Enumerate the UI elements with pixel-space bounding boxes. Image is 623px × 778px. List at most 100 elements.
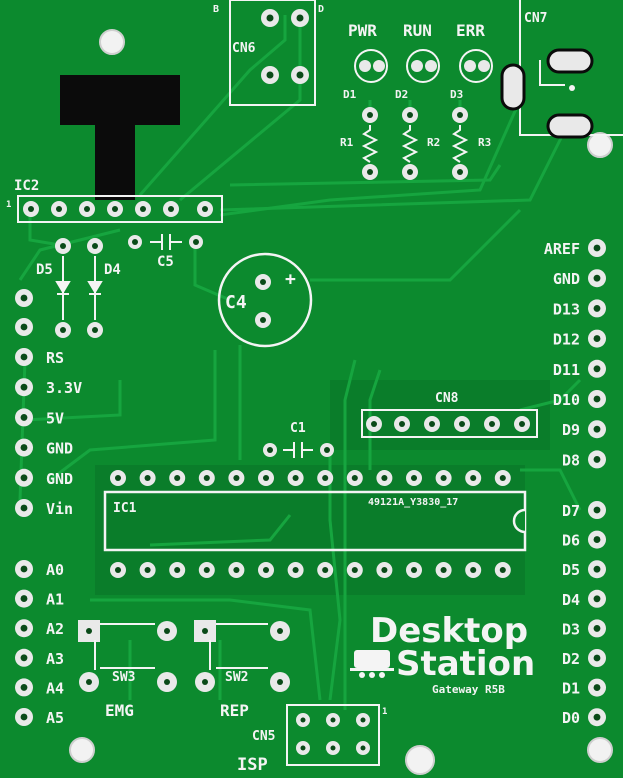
ic1-pin-hole <box>499 566 506 574</box>
header-pin-hole <box>20 654 28 662</box>
ic1-pin-hole <box>174 474 181 482</box>
header-pin-hole <box>593 565 601 573</box>
brand-line-station: Station <box>396 644 535 684</box>
d5-label: D5 <box>36 262 53 278</box>
d3-label: D3 <box>450 88 463 101</box>
analog-pin-label: A0 <box>46 561 64 579</box>
ic1-pin-hole <box>144 566 151 574</box>
ic2-label: IC2 <box>14 178 39 194</box>
ic1-pin-hole <box>410 566 418 574</box>
analog-pin-label: A2 <box>46 620 64 638</box>
header-pin-hole <box>20 504 28 512</box>
header-pin-hole <box>593 624 601 632</box>
mounting-hole <box>99 29 125 55</box>
analog-pin-label: A1 <box>46 591 64 609</box>
digital-pin-label: GND <box>553 270 580 288</box>
header-pin-hole <box>593 506 601 514</box>
cn5-isp-header: CN5 1 ISP <box>237 704 387 775</box>
ic1-pin-hole <box>351 566 358 574</box>
digital-pin-label: D0 <box>562 709 580 727</box>
digital-pin-label: D7 <box>562 502 580 520</box>
cn8-label: CN8 <box>435 391 459 406</box>
capacitor-c5: C5 <box>128 234 203 270</box>
copper-pour <box>95 380 550 595</box>
status-leds: PWR RUN ERR D1 D2 D3 R1 R2 R3 <box>340 21 493 180</box>
ic1-pin-hole <box>322 474 329 482</box>
digital-pin-label: D2 <box>562 650 580 668</box>
c5-label: C5 <box>157 254 174 270</box>
header-pin-hole <box>20 683 28 691</box>
digital-pin-label: D6 <box>562 532 580 550</box>
cn6-label: CN6 <box>232 41 256 56</box>
brand-line-desktop: Desktop <box>370 611 528 651</box>
digital-pin-label: D1 <box>562 680 580 698</box>
ic2-pin1-label: 1 <box>6 200 11 210</box>
ic1-pin-hole <box>203 566 210 574</box>
ic1-pin-hole <box>144 474 151 482</box>
cn5-pin1-label: 1 <box>382 707 387 717</box>
digital-pin-label: D13 <box>553 300 580 318</box>
header-pin-hole <box>20 474 28 482</box>
header-pin-hole <box>20 444 28 452</box>
capacitor-c1: C1 <box>263 421 334 458</box>
header-pin-hole <box>593 274 601 282</box>
ic1-pin-hole <box>174 566 181 574</box>
ic1-pin-hole <box>292 566 299 574</box>
r1-label: R1 <box>340 136 354 149</box>
header-pin-hole <box>20 565 28 573</box>
header-pin-hole <box>20 713 28 721</box>
power-pin-label: GND <box>46 470 73 488</box>
header-pin-hole <box>593 654 601 662</box>
ic1-pin-hole <box>381 474 388 482</box>
digital-pin-label: D4 <box>562 591 580 609</box>
ic1-pin-hole <box>292 474 299 482</box>
train-icon <box>350 650 394 678</box>
ic1-pin-hole <box>440 566 447 574</box>
header-pin-hole <box>593 713 601 721</box>
d1-label: D1 <box>343 88 357 101</box>
err-label: ERR <box>456 21 485 40</box>
ic1-pin-hole <box>233 474 240 482</box>
ic1-pin-hole <box>499 474 506 482</box>
analog-pin-label: A3 <box>46 650 64 668</box>
header-pin-hole <box>20 353 28 361</box>
digital-pin-label: D5 <box>562 561 580 579</box>
r2-label: R2 <box>427 136 440 149</box>
header-pin-hole <box>20 323 28 331</box>
header-pin-hole <box>593 536 601 544</box>
digital-pin-label: D10 <box>553 391 580 409</box>
ic1-pin-hole <box>203 474 210 482</box>
ic1-pin-hole <box>470 566 477 574</box>
ic1-pin-hole <box>470 474 477 482</box>
cn8-header: CN8 <box>361 391 538 438</box>
mounting-hole <box>69 737 95 763</box>
digital-pin-label: D8 <box>562 451 580 469</box>
cn5-label: CN5 <box>252 729 275 744</box>
header-pin-hole <box>593 425 601 433</box>
power-pin-label: Vin <box>46 500 73 518</box>
ic1-pin-hole <box>262 474 270 482</box>
header-pin-hole <box>20 383 28 391</box>
d4-label: D4 <box>104 262 121 278</box>
power-pin-label: 3.3V <box>46 379 82 397</box>
cn6-pin-d-label: D <box>318 4 324 15</box>
ic1-socket: IC1 49121A_Y3830_17 <box>103 470 527 578</box>
power-pin-label: RS <box>46 349 64 367</box>
diodes-d4-d5: D5 D4 <box>36 238 121 338</box>
version-label: Gateway R5B <box>432 683 505 696</box>
rep-label: REP <box>220 701 249 720</box>
emg-label: EMG <box>105 701 134 720</box>
ic1-pin-hole <box>114 566 122 574</box>
mounting-hole <box>405 745 435 775</box>
header-pin-hole <box>20 294 28 302</box>
ic1-pin-hole <box>410 474 418 482</box>
digital-pin-label: AREF <box>544 240 580 258</box>
digital-pin-label: D11 <box>553 361 580 379</box>
header-pin-hole <box>20 413 28 421</box>
exposed-copper-area <box>60 75 180 200</box>
ic1-pin-hole <box>440 474 447 482</box>
cn7-connector: CN7 <box>500 0 623 139</box>
